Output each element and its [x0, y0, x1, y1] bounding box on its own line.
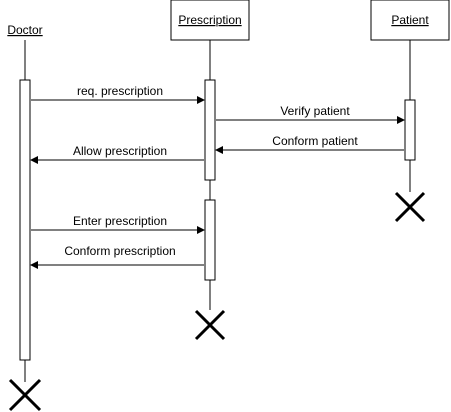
message-verify-patient: Verify patient	[280, 104, 350, 118]
message-conform-patient: Conform patient	[272, 134, 358, 148]
participant-doctor: Doctor	[7, 23, 42, 37]
message-conform-prescription: Conform prescription	[64, 244, 175, 258]
participant-patient-box	[370, 0, 450, 41]
doctor-destroy-marker	[8, 378, 42, 412]
prescription-activation-2	[204, 199, 216, 281]
message-enter-prescription: Enter prescription	[73, 214, 167, 228]
patient-destroy-marker	[394, 191, 426, 223]
message-allow-prescription: Allow prescription	[73, 144, 167, 158]
doctor-activation	[19, 79, 31, 361]
participant-patient: Patient	[391, 13, 429, 27]
participant-prescription-box	[170, 0, 250, 41]
prescription-activation-1	[204, 79, 216, 181]
patient-activation	[404, 99, 416, 161]
message-req-prescription: req. prescription	[77, 84, 163, 98]
participant-prescription: Prescription	[178, 13, 241, 27]
prescription-destroy-marker	[194, 309, 226, 341]
